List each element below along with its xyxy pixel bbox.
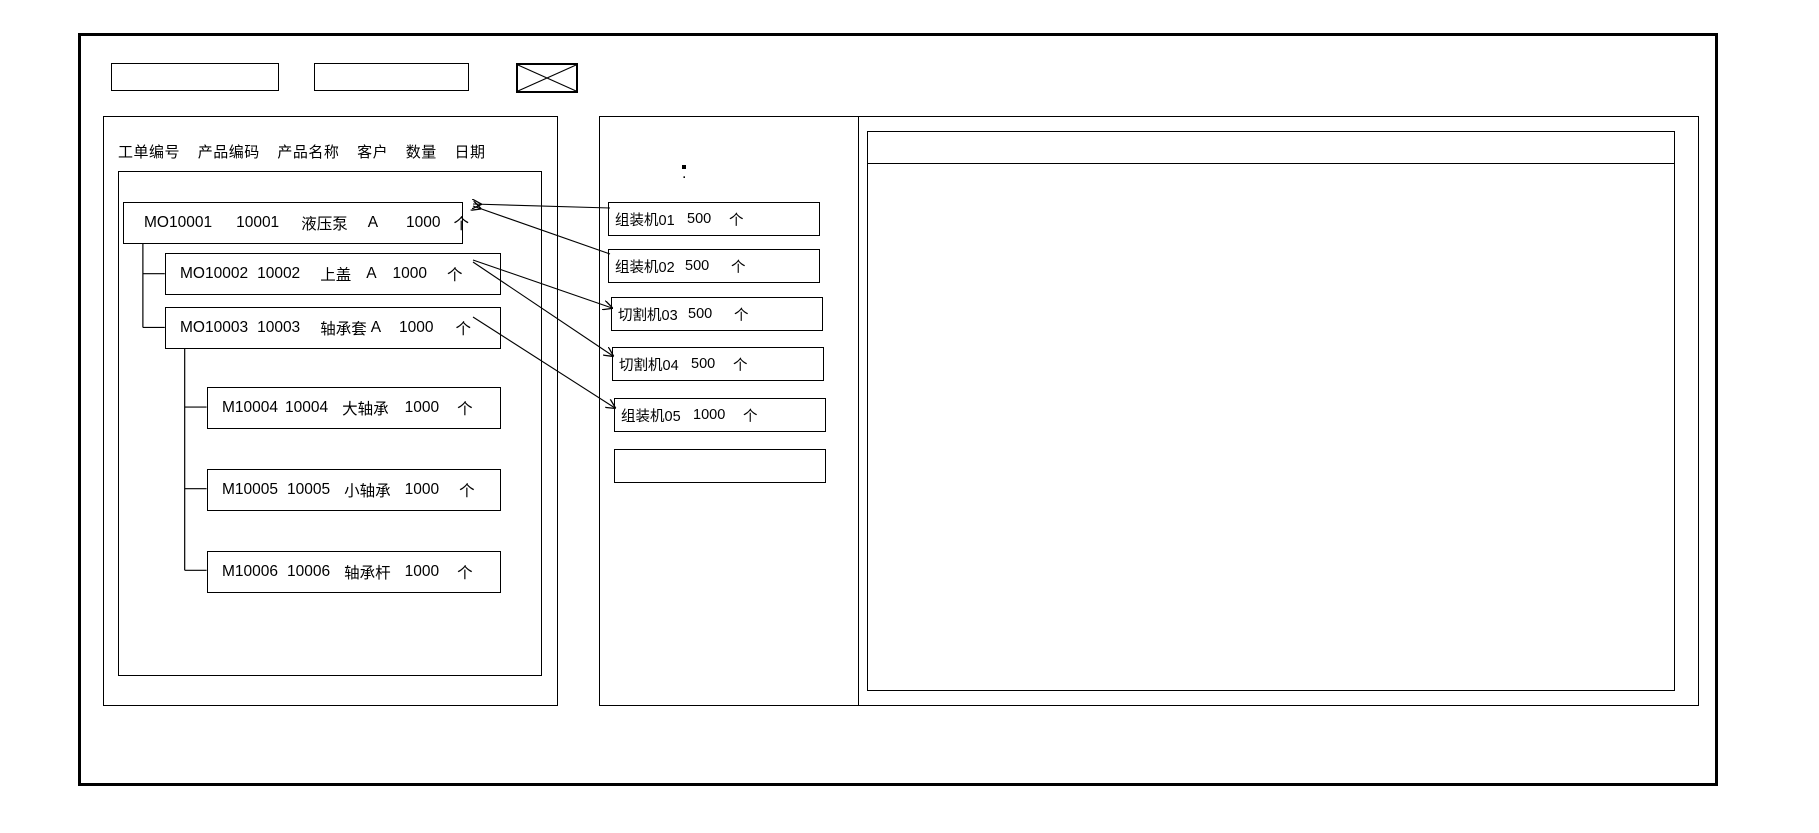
machine-name: 组装机05 bbox=[621, 408, 681, 425]
cell-customer: A bbox=[370, 319, 382, 336]
cell-customer: A bbox=[366, 265, 377, 282]
machine-quantity: 500 bbox=[688, 306, 713, 322]
machine-unit: 个 bbox=[733, 357, 748, 374]
cell-product-code: 10004 bbox=[285, 399, 329, 416]
toolbar-input-2[interactable] bbox=[314, 63, 469, 91]
dot-marker: . bbox=[682, 165, 687, 182]
machine-name: 组装机02 bbox=[615, 259, 675, 276]
cell-order-no: M10005 bbox=[222, 481, 279, 498]
machine-name: 组装机01 bbox=[615, 212, 675, 229]
cell-product-code: 10003 bbox=[257, 319, 301, 336]
machine-unit: 个 bbox=[731, 259, 746, 276]
machine-name: 切割机04 bbox=[619, 357, 679, 374]
list-item[interactable]: 组装机05 1000 个 bbox=[614, 398, 826, 432]
machine-quantity: 500 bbox=[687, 211, 712, 227]
cell-product-name: 轴承杆 bbox=[344, 565, 391, 582]
cell-product-name: 小轴承 bbox=[344, 483, 391, 500]
machine-quantity: 500 bbox=[691, 356, 716, 372]
machine-unit: 个 bbox=[734, 307, 749, 324]
cross-lines-icon bbox=[518, 65, 576, 91]
cell-order-no: MO10002 bbox=[180, 265, 249, 282]
cell-product-code: 10002 bbox=[257, 265, 301, 282]
cell-unit: 个 bbox=[457, 401, 473, 418]
list-item[interactable]: 组装机01 500 个 bbox=[608, 202, 820, 236]
cell-product-code: 10005 bbox=[287, 481, 331, 498]
column-header-order-no: 工单编号 bbox=[118, 144, 181, 161]
cell-unit: 个 bbox=[447, 267, 463, 284]
detail-grid-header bbox=[868, 132, 1674, 164]
cell-quantity: 1000 bbox=[404, 481, 440, 498]
cell-product-name: 液压泵 bbox=[301, 216, 348, 233]
cell-unit: 个 bbox=[453, 216, 470, 233]
table-row[interactable]: MO10001 10001 液压泵 A 1000 个 bbox=[123, 202, 469, 244]
image-placeholder-icon[interactable] bbox=[516, 63, 578, 93]
work-order-column-headers: 工单编号 产品编码 产品名称 客户 数量 日期 bbox=[118, 141, 538, 162]
cell-product-name: 轴承套 bbox=[320, 321, 367, 338]
cell-quantity: 1000 bbox=[399, 319, 434, 336]
toolbar bbox=[111, 63, 591, 93]
work-order-tree: MO10001 10001 液压泵 A 1000 个 MO10002 10002… bbox=[119, 172, 541, 675]
machine-unit: 个 bbox=[743, 408, 758, 425]
cell-unit: 个 bbox=[459, 483, 475, 500]
cell-unit: 个 bbox=[455, 321, 472, 338]
table-row[interactable]: MO10003 10003 轴承套 A 1000 个 bbox=[165, 307, 501, 349]
cell-quantity: 1000 bbox=[406, 214, 441, 231]
machine-quantity: 1000 bbox=[693, 407, 726, 423]
machine-unit: 个 bbox=[729, 212, 744, 229]
column-header-quantity: 数量 bbox=[405, 144, 437, 161]
machine-panel: . 组装机01 500 个 组装机02 500 个 切割机03 500 个 切割… bbox=[599, 116, 859, 706]
work-order-panel: 工单编号 产品编码 产品名称 客户 数量 日期 bbox=[103, 116, 558, 706]
toolbar-input-1[interactable] bbox=[111, 63, 279, 91]
list-item[interactable]: 切割机04 500 个 bbox=[612, 347, 824, 381]
cell-order-no: M10006 bbox=[222, 563, 279, 580]
cell-product-code: 10001 bbox=[236, 214, 280, 231]
table-row[interactable]: M10005 10005 小轴承 1000 个 bbox=[207, 469, 501, 511]
cell-product-name: 大轴承 bbox=[342, 401, 389, 418]
detail-grid[interactable] bbox=[867, 131, 1675, 691]
list-item[interactable] bbox=[614, 449, 826, 483]
cell-quantity: 1000 bbox=[404, 399, 440, 416]
cell-order-no: MO10001 bbox=[144, 214, 213, 231]
table-row[interactable]: M10006 10006 轴承杆 1000 个 bbox=[207, 551, 501, 593]
column-header-product-name: 产品名称 bbox=[277, 144, 340, 161]
cell-product-code: 10006 bbox=[287, 563, 331, 580]
detail-panel bbox=[859, 116, 1699, 706]
column-header-customer: 客户 bbox=[357, 144, 389, 161]
column-header-date: 日期 bbox=[454, 144, 486, 161]
table-row[interactable]: M10004 10004 大轴承 1000 个 bbox=[207, 387, 501, 429]
table-row[interactable]: MO10002 10002 上盖 A 1000 个 bbox=[165, 253, 501, 295]
cell-product-name: 上盖 bbox=[320, 267, 352, 284]
cell-order-no: MO10003 bbox=[180, 319, 249, 336]
application-window: 工单编号 产品编码 产品名称 客户 数量 日期 bbox=[78, 33, 1718, 786]
machine-name: 切割机03 bbox=[618, 307, 678, 324]
work-order-tree-container[interactable]: MO10001 10001 液压泵 A 1000 个 MO10002 10002… bbox=[118, 171, 542, 676]
list-item[interactable]: 切割机03 500 个 bbox=[611, 297, 823, 331]
cell-order-no: M10004 bbox=[222, 399, 279, 416]
column-header-product-code: 产品编码 bbox=[197, 144, 260, 161]
cell-quantity: 1000 bbox=[392, 265, 428, 282]
list-item[interactable]: 组装机02 500 个 bbox=[608, 249, 820, 283]
cell-quantity: 1000 bbox=[404, 563, 440, 580]
cell-customer: A bbox=[367, 214, 379, 231]
cell-unit: 个 bbox=[457, 565, 473, 582]
machine-quantity: 500 bbox=[685, 258, 710, 274]
